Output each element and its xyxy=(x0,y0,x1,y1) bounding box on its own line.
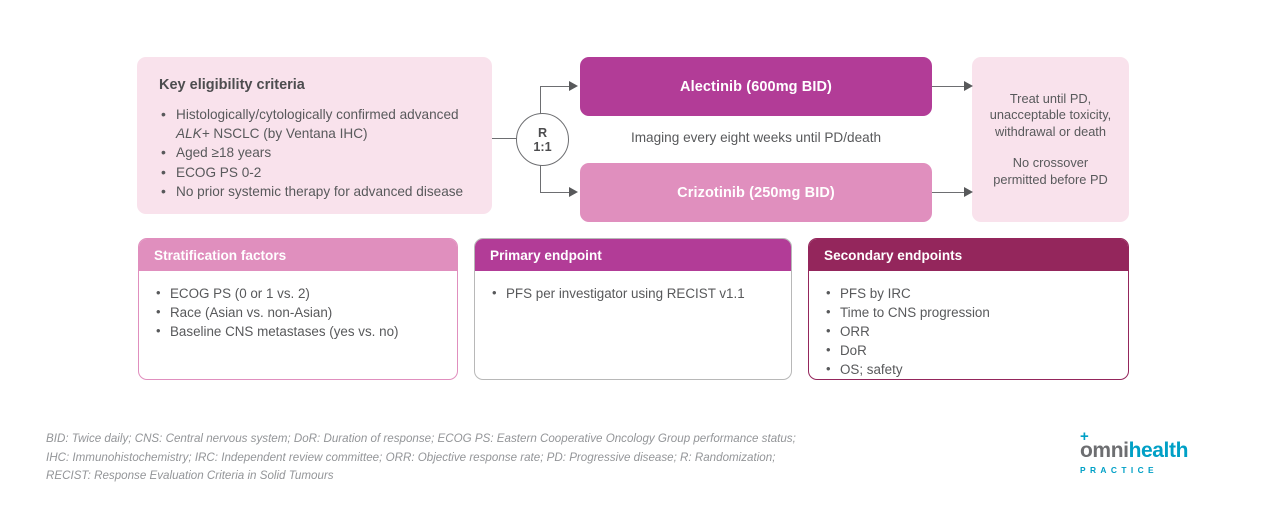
connector-eligibility-to-randomization xyxy=(492,138,517,140)
abbreviations-footnote: BID: Twice daily; CNS: Central nervous s… xyxy=(46,430,926,486)
eligibility-list: Histologically/cytologically confirmed a… xyxy=(159,105,470,202)
imaging-schedule-note: Imaging every eight weeks until PD/death xyxy=(630,130,882,145)
list-item: DoR xyxy=(823,340,1114,360)
list-item: Baseline CNS metastases (yes vs. no) xyxy=(153,321,443,341)
outcome-line-1: Treat until PD, xyxy=(1009,90,1092,106)
arrow-crizotinib-outcome xyxy=(964,187,973,197)
randomization-label: R xyxy=(537,125,548,140)
primary-endpoint-header: Primary endpoint xyxy=(475,239,791,271)
list-item: ORR xyxy=(823,321,1114,341)
arrow-alectinib-outcome xyxy=(964,81,973,91)
list-item: ECOG PS 0-2 xyxy=(159,163,470,183)
connector-randomization-up-horizontal xyxy=(540,86,571,88)
secondary-endpoints-body: PFS by IRC Time to CNS progression ORR D… xyxy=(809,271,1128,379)
list-item: OS; safety xyxy=(823,359,1114,379)
outcome-line-3: withdrawal or death xyxy=(995,123,1106,139)
connector-alectinib-to-outcome xyxy=(932,86,966,88)
logo-wordmark: + omnihealth xyxy=(1080,429,1220,462)
stratification-list: ECOG PS (0 or 1 vs. 2) Race (Asian vs. n… xyxy=(153,283,443,341)
list-item: ECOG PS (0 or 1 vs. 2) xyxy=(153,283,443,303)
treatment-arm-alectinib: Alectinib (600mg BID) xyxy=(580,57,932,116)
primary-endpoint-body: PFS per investigator using RECIST v1.1 xyxy=(475,271,791,303)
eligibility-criteria-box: Key eligibility criteria Histologically/… xyxy=(137,57,492,214)
outcome-treat-until: Treat until PD, unacceptable toxicity, w… xyxy=(990,91,1111,141)
outcome-line-4: No crossover xyxy=(1012,155,1089,171)
connector-crizotinib-to-outcome xyxy=(932,192,966,194)
arrow-to-crizotinib xyxy=(569,187,578,197)
list-item: No prior systemic therapy for advanced d… xyxy=(159,182,470,202)
stratification-factors-panel: Stratification factors ECOG PS (0 or 1 v… xyxy=(138,238,458,380)
arrow-to-alectinib xyxy=(569,81,578,91)
criterion-text-line2: NSCLC (by Ventana IHC) xyxy=(209,125,368,141)
stratification-body: ECOG PS (0 or 1 vs. 2) Race (Asian vs. n… xyxy=(139,271,457,341)
connector-randomization-up-vertical xyxy=(540,86,542,120)
treatment-arm-crizotinib: Crizotinib (250mg BID) xyxy=(580,163,932,222)
secondary-endpoints-panel: Secondary endpoints PFS by IRC Time to C… xyxy=(808,238,1129,380)
logo-omni-text: omni xyxy=(1080,439,1129,462)
alectinib-label: Alectinib (600mg BID) xyxy=(680,78,832,95)
connector-randomization-down-vertical xyxy=(540,158,542,193)
list-item: Histologically/cytologically confirmed a… xyxy=(159,105,470,143)
list-item: Race (Asian vs. non-Asian) xyxy=(153,302,443,322)
list-item: Time to CNS progression xyxy=(823,302,1114,322)
treatment-outcome-box: Treat until PD, unacceptable toxicity, w… xyxy=(972,57,1129,222)
criterion-text-line1: Histologically/cytologically confirmed a… xyxy=(176,107,459,122)
outcome-no-crossover: No crossover permitted before PD xyxy=(993,155,1108,188)
logo-health-text: health xyxy=(1128,439,1189,462)
criterion-gene-marker: ALK+ xyxy=(176,125,210,141)
medical-cross-icon: + xyxy=(1080,428,1089,445)
randomization-node: R 1:1 xyxy=(516,113,569,166)
logo-tagline: PRACTICE xyxy=(1080,465,1159,475)
randomization-ratio: 1:1 xyxy=(533,139,552,154)
primary-endpoint-panel: Primary endpoint PFS per investigator us… xyxy=(474,238,792,380)
footnote-line-3: RECIST: Response Evaluation Criteria in … xyxy=(46,469,334,482)
footnote-line-2: IHC: Immunohistochemistry; IRC: Independ… xyxy=(46,450,776,464)
outcome-line-5: permitted before PD xyxy=(993,171,1108,187)
list-item: PFS by IRC xyxy=(823,283,1114,303)
outcome-line-2: unacceptable toxicity, xyxy=(989,107,1112,123)
footnote-line-1: BID: Twice daily; CNS: Central nervous s… xyxy=(46,432,796,445)
secondary-endpoints-list: PFS by IRC Time to CNS progression ORR D… xyxy=(823,283,1114,379)
list-item: Aged ≥18 years xyxy=(159,143,470,163)
primary-endpoint-list: PFS per investigator using RECIST v1.1 xyxy=(489,283,777,303)
omnihealth-practice-logo: + omnihealth PRACTICE xyxy=(1080,429,1220,480)
list-item: PFS per investigator using RECIST v1.1 xyxy=(489,283,777,303)
secondary-endpoints-header: Secondary endpoints xyxy=(809,239,1128,271)
stratification-header: Stratification factors xyxy=(139,239,457,271)
connector-randomization-down-horizontal xyxy=(540,192,571,194)
crizotinib-label: Crizotinib (250mg BID) xyxy=(677,184,835,201)
eligibility-title: Key eligibility criteria xyxy=(159,77,305,93)
